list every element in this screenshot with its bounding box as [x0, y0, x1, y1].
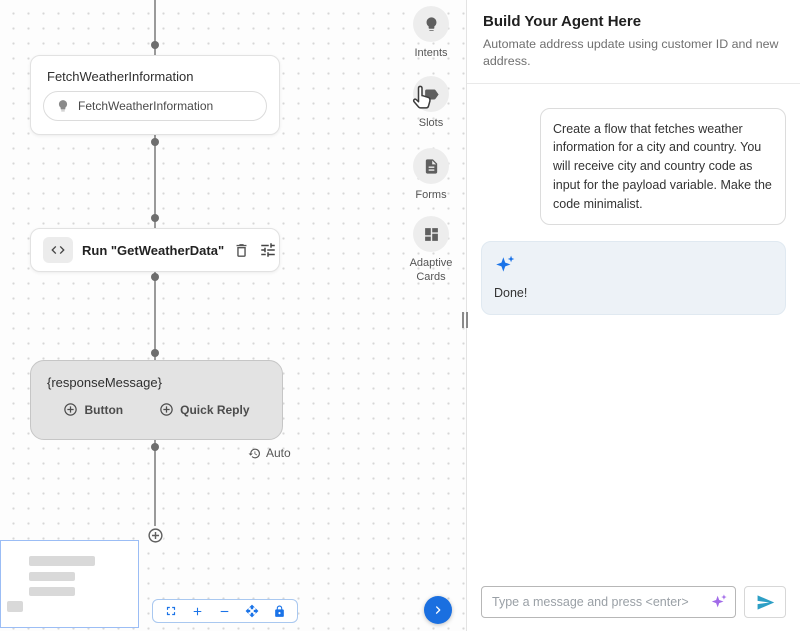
collapse-panel-button[interactable] — [424, 596, 452, 624]
auto-label: Auto — [266, 446, 291, 460]
chat-area: Create a flow that fetches weather infor… — [467, 84, 800, 586]
ai-sparkle-icon — [494, 254, 773, 276]
panel-subtitle: Automate address update using customer I… — [483, 37, 779, 69]
minimap-node-preview — [7, 601, 23, 612]
connector-dot — [151, 273, 159, 281]
add-quick-reply-action[interactable]: Quick Reply — [159, 402, 250, 417]
send-button[interactable] — [744, 586, 786, 618]
chevron-right-icon — [430, 602, 446, 618]
connector-dot — [151, 349, 159, 357]
slots-icon — [423, 86, 440, 103]
intent-pill-label: FetchWeatherInformation — [78, 99, 214, 113]
message-node[interactable]: {responseMessage} Button Quick Reply — [30, 360, 283, 440]
minimap[interactable] — [0, 540, 139, 628]
chat-input-bar — [467, 586, 800, 631]
user-message-bubble: Create a flow that fetches weather infor… — [540, 107, 786, 226]
ai-assist-sparkle-icon[interactable] — [710, 593, 728, 611]
lock-icon[interactable] — [270, 602, 288, 620]
script-node-label: Run "GetWeatherData" — [82, 242, 225, 258]
agent-message-bubble: Done! — [481, 241, 786, 316]
hand-cursor — [408, 84, 436, 112]
auto-format-toggle[interactable]: Auto — [248, 446, 291, 460]
delete-icon[interactable] — [233, 242, 250, 259]
intent-pill[interactable]: FetchWeatherInformation — [43, 91, 267, 121]
agent-panel: Build Your Agent Here Automate address u… — [462, 0, 800, 631]
minimap-node-preview — [29, 556, 95, 566]
script-node[interactable]: Run "GetWeatherData" — [30, 228, 280, 272]
intent-node-title: FetchWeatherInformation — [47, 69, 194, 84]
toolbar-label-slots: Slots — [418, 117, 444, 129]
connector-dot — [151, 443, 159, 451]
toolbar-label-adaptive-cards: Adaptive Cards — [409, 257, 453, 283]
connector-dot — [151, 138, 159, 146]
plus-circle-icon — [159, 402, 174, 417]
panel-header: Build Your Agent Here Automate address u… — [467, 0, 800, 84]
message-node-label: {responseMessage} — [47, 375, 162, 390]
zoom-out-icon[interactable] — [216, 602, 234, 620]
zoom-in-icon[interactable] — [189, 602, 207, 620]
toolbar-item-forms[interactable]: Forms — [402, 148, 460, 203]
send-icon — [756, 593, 775, 612]
toolbar-item-intents[interactable]: Intents — [402, 6, 460, 61]
add-node-button[interactable] — [146, 526, 164, 544]
code-icon — [43, 237, 73, 263]
fit-screen-icon[interactable] — [162, 602, 180, 620]
plus-circle-icon — [63, 402, 78, 417]
chat-input[interactable] — [481, 586, 736, 618]
zoom-toolbar — [152, 599, 298, 623]
panel-title: Build Your Agent Here — [483, 13, 642, 30]
auto-history-icon — [248, 447, 261, 460]
minimap-node-preview — [29, 572, 75, 581]
add-button-label: Button — [84, 402, 124, 417]
toolbar-label-forms: Forms — [415, 189, 447, 201]
flow-canvas[interactable]: FetchWeatherInformation FetchWeatherInfo… — [0, 0, 466, 631]
lightbulb-icon — [56, 99, 70, 113]
adaptive-cards-icon — [423, 226, 440, 243]
add-button-action[interactable]: Button — [63, 402, 123, 417]
intent-node[interactable]: FetchWeatherInformation FetchWeatherInfo… — [30, 55, 280, 135]
add-quick-reply-label: Quick Reply — [180, 402, 250, 417]
lightbulb-icon — [423, 16, 440, 33]
toolbar-item-adaptive-cards[interactable]: Adaptive Cards — [402, 216, 460, 285]
agent-message-text: Done! — [494, 286, 528, 301]
pan-icon[interactable] — [243, 602, 261, 620]
document-icon — [423, 158, 440, 175]
connector-dot — [151, 41, 159, 49]
toolbar-label-intents: Intents — [414, 47, 448, 59]
minimap-node-preview — [29, 587, 75, 596]
panel-resize-handle[interactable] — [462, 312, 470, 332]
connector-dot — [151, 214, 159, 222]
settings-tune-icon[interactable] — [259, 241, 277, 259]
